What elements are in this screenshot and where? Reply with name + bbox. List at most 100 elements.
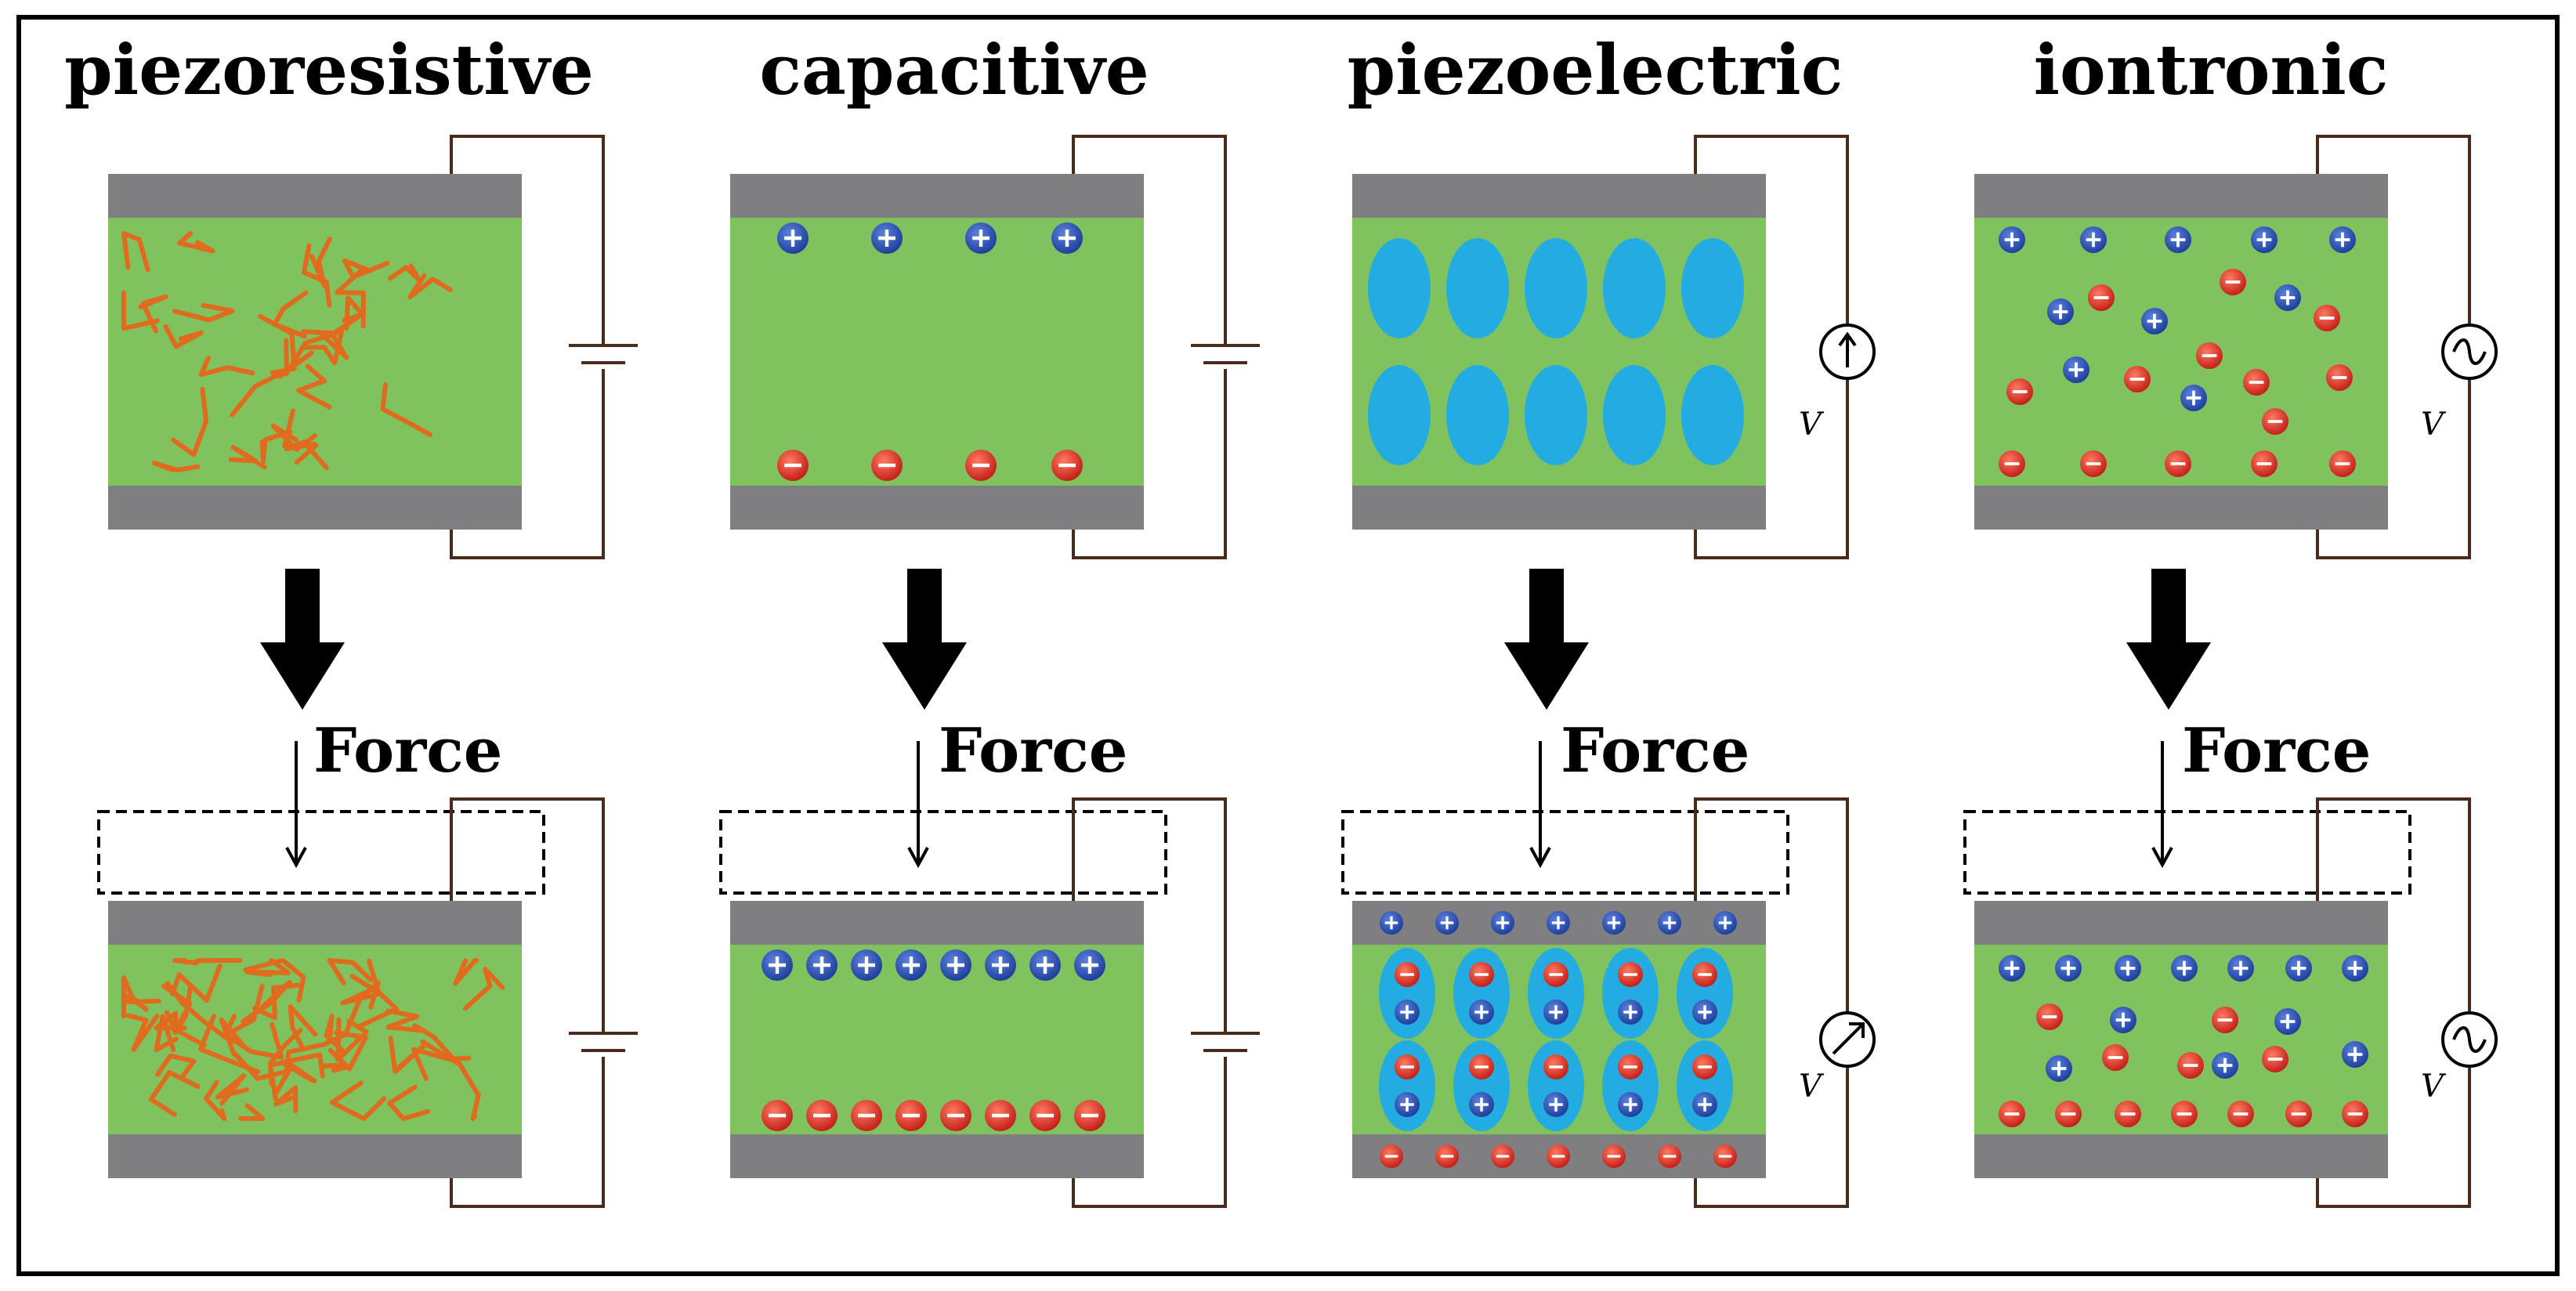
dc-voltmeter-icon — [1819, 324, 1876, 380]
positive-ion — [1029, 949, 1061, 981]
force-arrow-icon — [2151, 741, 2173, 869]
bottom-electrode — [1352, 486, 1766, 530]
top-electrode — [108, 174, 522, 218]
positive-ion — [1543, 1000, 1568, 1025]
negative-ion — [2088, 284, 2115, 311]
negative-ion — [1999, 1101, 2025, 1127]
voltage-label-piezoelectric-top: V — [1799, 407, 1825, 443]
circuit — [1072, 797, 1260, 1208]
polarized-dipole — [1379, 948, 1435, 1039]
positive-ion — [2180, 385, 2207, 411]
negative-ion — [851, 1100, 882, 1131]
positive-ion — [1491, 911, 1514, 935]
positive-ion — [1051, 222, 1083, 254]
top-electrode — [108, 901, 522, 945]
negative-ion — [1395, 962, 1420, 987]
positive-ion — [2141, 308, 2168, 335]
positive-ion — [2274, 1008, 2301, 1035]
ac-source-icon — [2441, 324, 2498, 380]
panel-capacitive — [719, 135, 1260, 1208]
negative-ion — [2006, 378, 2033, 405]
battery-icon — [1191, 344, 1260, 364]
top-electrode — [730, 174, 1144, 218]
negative-ion — [2124, 366, 2151, 392]
positive-ion — [2063, 356, 2089, 383]
force-label-piezoresistive: Force — [313, 715, 502, 787]
negative-ion — [1543, 962, 1568, 987]
polarized-dipole — [1602, 948, 1659, 1039]
positive-ion — [2171, 955, 2198, 982]
negative-ion — [2165, 450, 2191, 477]
positive-ion — [762, 949, 793, 981]
positive-ion — [2285, 955, 2312, 982]
positive-ion — [1658, 911, 1681, 935]
positive-ion — [1547, 911, 1570, 935]
device-pressed — [1352, 901, 1766, 1178]
dipole — [1525, 238, 1587, 338]
polarized-dipole — [1528, 1040, 1584, 1131]
positive-charges — [777, 222, 1083, 254]
negative-ion — [2171, 1101, 2198, 1127]
negative-ion — [2102, 1044, 2129, 1071]
positive-ion — [806, 949, 838, 981]
circuit — [2316, 797, 2498, 1208]
negative-ion — [2262, 408, 2288, 435]
electrode-positive-charges — [1380, 911, 1737, 935]
negative-ion — [806, 1100, 838, 1131]
positive-ion — [965, 222, 997, 254]
active-layer — [1974, 218, 2388, 486]
down-arrow-icon — [2126, 569, 2211, 710]
negative-ion — [2227, 1101, 2254, 1127]
positive-ion — [1999, 226, 2025, 253]
negative-charges — [777, 450, 1083, 481]
force-label-iontronic: Force — [2182, 715, 2371, 787]
negative-ion — [2243, 369, 2270, 396]
polarized-dipole — [1602, 1040, 1659, 1131]
negative-ion — [2314, 305, 2340, 331]
polarized-dipole — [1677, 1040, 1733, 1131]
ac-source-icon — [2441, 1011, 2498, 1068]
dipole — [1681, 238, 1744, 338]
active-layer — [730, 218, 1144, 486]
mobile-ions — [1999, 226, 2356, 477]
positive-ion — [1618, 1092, 1643, 1117]
negative-ion — [2036, 1004, 2063, 1030]
polarized-dipole — [1379, 1040, 1435, 1131]
positive-ion — [1395, 1092, 1420, 1117]
negative-ion — [2212, 1007, 2238, 1033]
panel-title-capacitive: capacitive — [759, 29, 1149, 110]
panel-title-piezoelectric: piezoelectric — [1348, 29, 1843, 110]
positive-ion — [2047, 298, 2074, 325]
negative-ion — [777, 450, 809, 481]
positive-ion — [1692, 1000, 1717, 1025]
panel-title-iontronic: iontronic — [2034, 29, 2389, 110]
device-unpressed — [1974, 174, 2388, 530]
down-arrow-icon — [1504, 569, 1589, 710]
force-arrow-icon — [1529, 741, 1551, 869]
negative-ion — [1692, 962, 1717, 987]
negative-ion — [2329, 450, 2356, 477]
dashed-original-outline-icon — [719, 810, 1167, 895]
positive-ion — [1543, 1092, 1568, 1117]
circuit — [450, 135, 638, 559]
negative-ion — [1051, 450, 1083, 481]
panel-iontronic — [1963, 135, 2498, 1208]
positive-ion — [2165, 226, 2191, 253]
dipole — [1446, 238, 1509, 338]
panel-title-piezoresistive: piezoresistive — [64, 29, 594, 110]
nanowire-network — [121, 231, 453, 472]
down-arrow-icon — [260, 569, 345, 710]
negative-ion — [1074, 1100, 1105, 1131]
circuit — [450, 797, 638, 1208]
positive-ion — [1395, 1000, 1420, 1025]
negative-ion — [2326, 364, 2353, 391]
top-electrode — [730, 901, 1144, 945]
positive-ion — [1074, 949, 1105, 981]
negative-ion — [762, 1100, 793, 1131]
negative-ion — [1658, 1145, 1681, 1168]
negative-ion — [1029, 1100, 1061, 1131]
negative-ion — [1618, 1054, 1643, 1079]
positive-ion — [1618, 1000, 1643, 1025]
negative-ion — [1435, 1145, 1459, 1168]
positive-ion — [1692, 1092, 1717, 1117]
